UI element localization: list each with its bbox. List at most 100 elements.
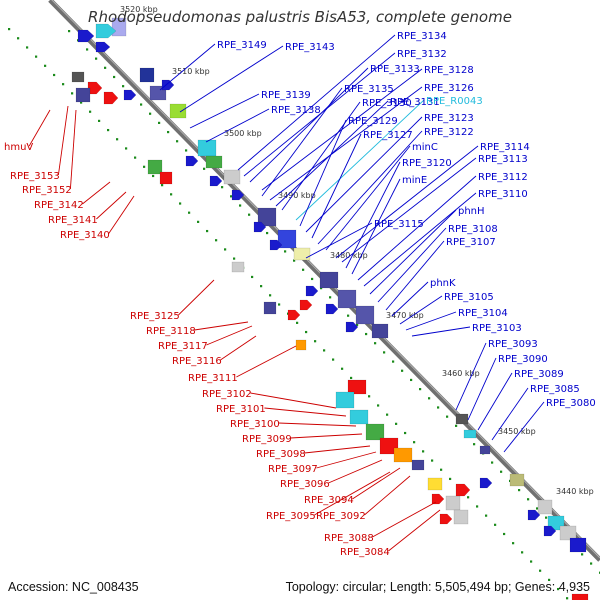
- gene-block[interactable]: [159, 171, 173, 185]
- gene-block[interactable]: [569, 537, 587, 553]
- forward-gene-label[interactable]: RPE_3108: [448, 224, 498, 235]
- reverse-gene-label[interactable]: RPE_3125: [130, 311, 180, 322]
- forward-gene-label[interactable]: RPE_3113: [478, 154, 528, 165]
- gene-arrow[interactable]: [95, 41, 111, 53]
- forward-gene-label[interactable]: RPE_3110: [478, 189, 528, 200]
- gene-block[interactable]: [559, 525, 577, 541]
- reverse-gene-label[interactable]: RPE_3141: [48, 215, 98, 226]
- gene-labels[interactable]: RPE_3149 RPE_3143 RPE_3134RPE_3132RPE_3133…: [4, 31, 596, 558]
- gene-arrow[interactable]: [479, 477, 493, 489]
- gene-block[interactable]: [139, 67, 155, 83]
- forward-gene-label[interactable]: RPE_3126: [424, 83, 474, 94]
- forward-gene-label[interactable]: RPE_3114: [480, 142, 530, 153]
- forward-gene-label[interactable]: RPE_3123: [424, 113, 474, 124]
- gene-arrow[interactable]: [345, 321, 359, 333]
- forward-gene-label[interactable]: RPE_3128: [424, 65, 474, 76]
- gene-block[interactable]: [411, 459, 425, 471]
- gene-arrow[interactable]: [269, 239, 283, 251]
- gene-arrow[interactable]: [305, 285, 319, 297]
- gene-block[interactable]: [355, 305, 375, 325]
- forward-gene-label[interactable]: RPE_3129: [348, 116, 398, 127]
- reverse-gene-label[interactable]: RPE_3116: [172, 356, 222, 367]
- forward-gene-label[interactable]: RPE_3090: [498, 354, 548, 365]
- gene-block[interactable]: [293, 247, 311, 261]
- forward-gene-label[interactable]: RPE_3133: [370, 64, 420, 75]
- gene-block[interactable]: [445, 495, 461, 511]
- reverse-gene-label[interactable]: RPE_3098: [256, 449, 306, 460]
- reverse-gene-label[interactable]: RPE_3100: [230, 419, 280, 430]
- gene-block[interactable]: [463, 429, 477, 439]
- gene-arrow[interactable]: [455, 483, 471, 497]
- gene-arrow[interactable]: [77, 29, 95, 43]
- gene-arrow[interactable]: [439, 513, 453, 525]
- gene-block[interactable]: [365, 423, 385, 441]
- forward-gene-label[interactable]: minE: [402, 175, 427, 186]
- reverse-gene-label[interactable]: RPE_3099: [242, 434, 292, 445]
- gene-arrow[interactable]: [161, 79, 175, 91]
- forward-gene-label[interactable]: RPE_3134: [397, 31, 447, 42]
- reverse-gene-label[interactable]: RPE_3117: [158, 341, 208, 352]
- gene-block[interactable]: [295, 339, 307, 351]
- forward-gene-label[interactable]: RPE_3105: [444, 292, 494, 303]
- reverse-gene-label[interactable]: RPE_3142: [34, 200, 84, 211]
- gene-features[interactable]: [71, 17, 589, 600]
- gene-block[interactable]: [231, 261, 245, 273]
- gene-arrow[interactable]: [231, 189, 245, 201]
- forward-gene-label[interactable]: RPE_3149: [217, 40, 267, 51]
- forward-gene-label[interactable]: RPE_3127: [363, 130, 413, 141]
- gene-block[interactable]: [169, 103, 187, 119]
- reverse-gene-label[interactable]: RPE_3111: [188, 373, 238, 384]
- gene-block[interactable]: [479, 445, 491, 455]
- reverse-gene-label[interactable]: RPE_3084: [340, 547, 390, 558]
- forward-gene-label[interactable]: phnK: [430, 278, 456, 289]
- forward-gene-label[interactable]: RPE_3138: [271, 105, 321, 116]
- forward-gene-label[interactable]: RPE_3115: [374, 219, 424, 230]
- gene-block[interactable]: [197, 139, 217, 157]
- gene-block[interactable]: [509, 473, 525, 487]
- forward-gene-label[interactable]: minC: [412, 142, 438, 153]
- forward-gene-label[interactable]: RPE_3103: [472, 323, 522, 334]
- gene-arrow[interactable]: [123, 89, 137, 101]
- gene-block[interactable]: [319, 271, 339, 289]
- gene-block[interactable]: [455, 413, 469, 425]
- gene-block[interactable]: [371, 323, 389, 339]
- forward-gene-label[interactable]: RPE_3089: [514, 369, 564, 380]
- forward-gene-label[interactable]: RPE_3080: [546, 398, 596, 409]
- gene-block[interactable]: [277, 229, 297, 249]
- reverse-gene-label[interactable]: RPE_3097: [268, 464, 318, 475]
- reverse-gene-label[interactable]: RPE_3088: [324, 533, 374, 544]
- gene-arrow[interactable]: [299, 299, 313, 311]
- reverse-gene-label[interactable]: RPE_3096: [280, 479, 330, 490]
- forward-gene-label[interactable]: RPE_3132: [397, 49, 447, 60]
- reverse-gene-label[interactable]: RPE_3153: [10, 171, 60, 182]
- gene-block[interactable]: [75, 87, 91, 103]
- forward-gene-label[interactable]: RPE_3112: [478, 172, 528, 183]
- gene-block[interactable]: [337, 289, 357, 309]
- gene-arrow[interactable]: [95, 23, 117, 39]
- gene-block[interactable]: [571, 593, 589, 600]
- gene-arrow[interactable]: [253, 221, 267, 233]
- forward-gene-label[interactable]: RPE_3120: [402, 158, 452, 169]
- gene-block[interactable]: [393, 447, 413, 463]
- forward-gene-label[interactable]: RPE_3135: [344, 84, 394, 95]
- gene-arrow[interactable]: [325, 303, 339, 315]
- reverse-gene-label[interactable]: RPE_3140: [60, 230, 110, 241]
- gene-block[interactable]: [335, 391, 355, 409]
- reverse-gene-label[interactable]: RPE_3118: [146, 326, 196, 337]
- gene-block[interactable]: [111, 17, 127, 37]
- gene-block[interactable]: [453, 509, 469, 525]
- forward-gene-label[interactable]: RPE_3085: [530, 384, 580, 395]
- reverse-gene-label[interactable]: hmuV: [4, 142, 33, 153]
- gene-arrow[interactable]: [185, 155, 199, 167]
- reverse-gene-label[interactable]: RPE_3101: [216, 404, 266, 415]
- forward-gene-label[interactable]: RPE_3130: [362, 98, 412, 109]
- gene-arrow[interactable]: [287, 309, 301, 321]
- forward-gene-label[interactable]: RPE_3143: [285, 42, 335, 53]
- gene-arrow[interactable]: [527, 509, 541, 521]
- gene-block[interactable]: [347, 379, 367, 395]
- forward-gene-label[interactable]: RPE_3139: [261, 90, 311, 101]
- gene-block[interactable]: [223, 169, 241, 185]
- gene-block[interactable]: [349, 409, 369, 425]
- gene-arrow[interactable]: [543, 525, 557, 537]
- forward-gene-label[interactable]: RPE_3122: [424, 127, 474, 138]
